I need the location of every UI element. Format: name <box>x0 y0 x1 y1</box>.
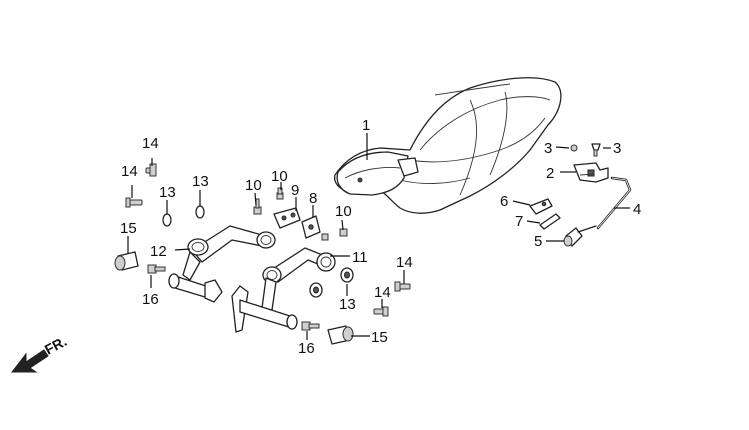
callout-13-mid: 13 <box>192 173 209 190</box>
callout-10-mid: 10 <box>271 168 288 185</box>
screw-3-a <box>570 144 578 152</box>
callout-14-right-upper: 14 <box>396 254 413 271</box>
seat <box>334 77 562 214</box>
bolt-14-a <box>145 163 157 177</box>
bolt-14-b <box>125 197 143 208</box>
callout-7: 7 <box>515 213 523 230</box>
callout-15-right: 15 <box>371 329 388 346</box>
key-cylinder-5 <box>563 225 597 247</box>
bolt-16-b <box>301 321 320 331</box>
bolt-10-a <box>253 198 262 215</box>
bolt-14-c <box>394 281 411 292</box>
nut-13-c <box>340 267 354 283</box>
callouts: 1 2 3 3 4 5 6 7 8 9 10 10 10 11 12 13 13… <box>120 117 641 357</box>
plug-15-a <box>114 251 139 271</box>
callout-3-left: 3 <box>544 140 552 157</box>
bolt-14-d <box>373 306 389 317</box>
callout-15-left: 15 <box>120 220 137 237</box>
plug-15-b <box>327 325 354 345</box>
callout-10-right: 10 <box>335 203 352 220</box>
bracket-9 <box>273 207 301 229</box>
callout-13-left: 13 <box>159 184 176 201</box>
front-direction-indicator: FR. <box>10 333 69 373</box>
front-arrow-icon <box>10 349 49 373</box>
bolt-16-a <box>147 264 166 274</box>
washer-13-b <box>195 205 205 219</box>
spring-pin-7 <box>539 213 561 230</box>
callout-3-right: 3 <box>613 140 621 157</box>
callout-16-left: 16 <box>142 291 159 308</box>
screw-3-b <box>591 143 601 157</box>
callout-14-left: 14 <box>121 163 138 180</box>
callout-6: 6 <box>500 193 508 210</box>
seat-lock-latch-2 <box>573 162 609 183</box>
callout-16-right: 16 <box>298 340 315 357</box>
grab-rail <box>168 225 336 333</box>
lock-cable-4 <box>596 176 632 230</box>
callout-5: 5 <box>534 233 542 250</box>
bolt-10-d <box>321 233 329 241</box>
callout-1: 1 <box>362 117 370 134</box>
callout-12: 12 <box>150 243 167 260</box>
callout-8: 8 <box>309 190 317 207</box>
bolt-10-c <box>339 228 348 237</box>
callout-13-right: 13 <box>339 296 356 313</box>
washer-13-a <box>162 213 172 227</box>
bracket-8 <box>301 215 321 239</box>
callout-11: 11 <box>352 249 368 266</box>
callout-10-left: 10 <box>245 177 262 194</box>
callout-9: 9 <box>291 182 299 199</box>
bolt-10-b <box>276 187 284 200</box>
clip-6 <box>529 198 553 215</box>
callout-14-right-lower: 14 <box>374 284 391 301</box>
callout-2: 2 <box>546 165 554 182</box>
callout-4: 4 <box>633 201 641 218</box>
callout-14-top: 14 <box>142 135 159 152</box>
nut-11 <box>309 282 323 298</box>
leader-lines <box>127 133 630 340</box>
